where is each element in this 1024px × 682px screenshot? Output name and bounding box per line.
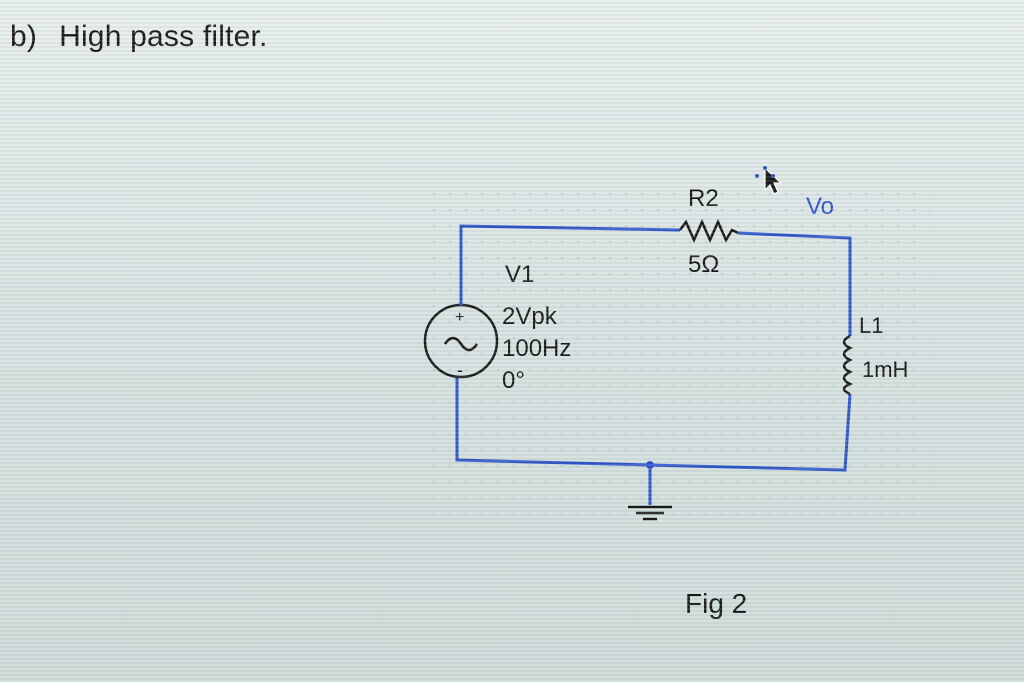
question-part-label: b) [10, 20, 38, 53]
source-phase-label: 0° [502, 367, 525, 394]
source-frequency-label: 100Hz [502, 335, 571, 362]
resistor-value-label: 5Ω [688, 251, 719, 278]
inductor-name-label: L1 [859, 313, 883, 338]
source-minus-label: - [457, 360, 463, 380]
source-plus-label: + [455, 309, 464, 326]
wire-top-left [459, 224, 681, 305]
question-heading: b) High pass filter. [10, 20, 268, 54]
resistor-name-label: R2 [688, 185, 719, 212]
output-voltage-label: Vo [806, 193, 834, 220]
inductor-symbol [842, 334, 853, 396]
ac-source-symbol [423, 290, 499, 379]
source-amplitude-label: 2Vpk [502, 303, 558, 330]
inductor-value-label: 1mH [862, 357, 908, 382]
resistor-symbol [679, 218, 739, 244]
ground-symbol [628, 505, 672, 521]
ground-junction [646, 461, 654, 469]
source-name-label: V1 [505, 261, 534, 288]
question-title: High pass filter. [59, 20, 268, 53]
probe-cursor-icon[interactable] [755, 166, 783, 195]
wire-top-right [737, 231, 852, 336]
figure-caption: Fig 2 [685, 588, 748, 619]
